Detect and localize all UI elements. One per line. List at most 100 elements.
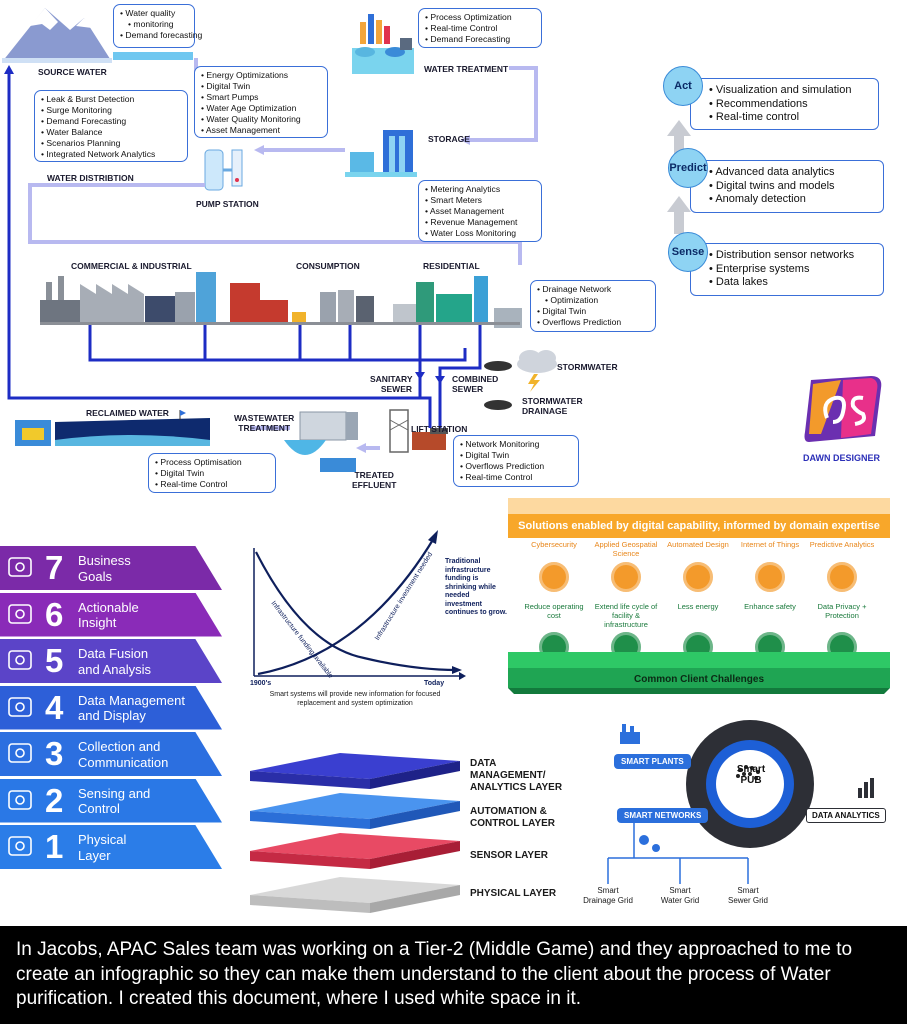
- brand-name: DAWN DESIGNER: [803, 453, 881, 463]
- metering-box: Metering AnalyticsSmart MetersAsset Mana…: [418, 180, 542, 242]
- chart-icon: [827, 562, 857, 592]
- wastewater-box: Process OptimisationDigital TwinReal-tim…: [148, 453, 276, 493]
- globe-icon: [611, 562, 641, 592]
- building-icon: [8, 836, 32, 856]
- source-water-bar: [113, 52, 193, 60]
- magnifier-icon: [8, 650, 32, 670]
- drainage-box: Drainage NetworkOptimizationDigital Twin…: [530, 280, 656, 332]
- gear-icon: [639, 835, 660, 852]
- layer-label-automation: AUTOMATION &CONTROL LAYER: [470, 806, 556, 829]
- design-icon: [683, 562, 713, 592]
- lock-icon: [539, 562, 569, 592]
- smart-pub-diagram: [607, 720, 874, 884]
- label-reclaimed-water: RECLAIMED WATER: [86, 408, 169, 418]
- lift-station-icon: [389, 409, 448, 453]
- solutions-footer-bar: [508, 652, 890, 694]
- smart-networks-label: SMART NETWORKS: [617, 808, 709, 823]
- trophy-icon: [8, 557, 32, 577]
- step-number: 7: [45, 549, 64, 586]
- step-number: 3: [45, 735, 64, 772]
- step-number: 4: [45, 688, 64, 726]
- solution-label: Data Privacy + Protection: [817, 602, 867, 620]
- solutions-title: Solutions enabled by digital capability,…: [508, 514, 890, 538]
- storage-box: Energy OptimizationsDigital TwinSmart Pu…: [194, 66, 328, 138]
- x-end-label: Today: [424, 680, 445, 687]
- act-circle: Act: [663, 66, 703, 106]
- solution-label: Extend life cycle of facility & infrastr…: [594, 602, 658, 629]
- smart-plants-label: SMART PLANTS: [614, 754, 691, 769]
- water-treatment-box: Process OptimizationReal-time ControlDem…: [418, 8, 542, 48]
- reclaimed-water-icon: [15, 410, 210, 446]
- stormwater-drain-icon: [484, 361, 512, 371]
- sense-circle: Sense: [668, 232, 708, 272]
- mountain-icon: [2, 8, 112, 63]
- cloud-icon: [517, 350, 557, 392]
- storage-tower-icon: [345, 130, 417, 177]
- water-cycle-diagram: [2, 8, 557, 472]
- solution-label: Enhance safety: [744, 602, 796, 611]
- label-pump-station: PUMP STATION: [196, 199, 259, 209]
- step-number: 5: [45, 642, 64, 679]
- solution-label: Applied Geospatial Science: [594, 540, 658, 558]
- pump-station-icon: [204, 149, 243, 191]
- brand-logo-icon: [804, 376, 882, 442]
- act-box: Visualization and simulationRecommendati…: [690, 78, 879, 130]
- lift-station-box: Network MonitoringDigital TwinOverflows …: [453, 435, 579, 487]
- solution-label: Automated Design: [667, 540, 729, 549]
- label-commercial-industrial: COMMERCIAL & INDUSTRIAL: [71, 261, 192, 271]
- label-consumption: CONSUMPTION: [296, 261, 360, 271]
- label-stormwater: STORMWATER: [557, 362, 618, 372]
- solution-label: Internet of Things: [740, 540, 800, 549]
- solution-label: Less energy: [677, 602, 719, 611]
- predict-box: Advanced data analyticsDigital twins and…: [690, 160, 884, 213]
- layer-label-physical: PHYSICAL LAYER: [470, 888, 557, 899]
- spa-arrows: [667, 120, 691, 234]
- city-skyline-icon: [40, 272, 522, 328]
- source-water-box: Water qualitymonitoringDemand forecastin…: [113, 4, 202, 48]
- gauge-icon: [8, 789, 32, 810]
- step-number: 2: [45, 781, 64, 819]
- wastewater-plant-icon: [284, 411, 358, 472]
- drainage-drain-icon: [484, 400, 512, 410]
- solution-label: Cybersecurity: [531, 540, 577, 549]
- sense-box: Distribution sensor networksEnterprise s…: [690, 243, 884, 296]
- label-source-water: SOURCE WATER: [38, 67, 107, 77]
- caption-text: In Jacobs, APAC Sales team was working o…: [0, 926, 907, 1024]
- treatment-plant-icon: [352, 14, 414, 74]
- factory-icon: [620, 724, 640, 744]
- funding-caption: Smart systems will provide new informati…: [269, 691, 441, 707]
- predict-circle: Predict: [668, 148, 708, 188]
- idea-icon: [8, 603, 32, 624]
- layer-label-sensor: SENSOR LAYER: [470, 850, 548, 861]
- solution-label: Predictive Analytics: [809, 540, 875, 549]
- funding-chart: [253, 530, 466, 680]
- network-icon: [8, 743, 32, 763]
- analytics-icon: [858, 778, 874, 798]
- label-storage: STORAGE: [428, 134, 470, 144]
- x-start-label: 1900's: [250, 680, 272, 687]
- step-number: 1: [45, 828, 64, 865]
- data-analytics-label: DATA ANALYTICS: [806, 808, 886, 823]
- distribution-box: Leak & Burst DetectionSurge MonitoringDe…: [34, 90, 188, 162]
- layer-stack: [250, 753, 460, 913]
- solutions-top-row: Cybersecurity Applied Geospatial Science A…: [508, 540, 890, 600]
